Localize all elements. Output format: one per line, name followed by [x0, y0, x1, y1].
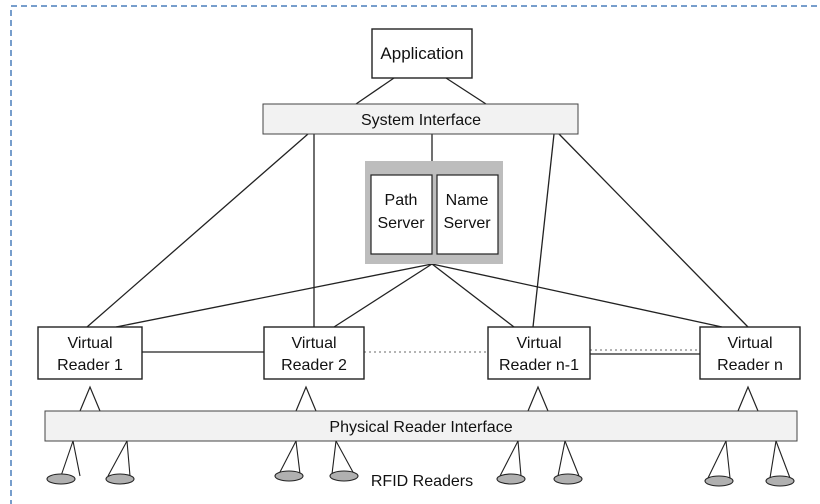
rfid-antenna-icon — [496, 440, 526, 485]
application-label: Application — [380, 44, 463, 63]
virtual-reader-n-1-line2: Reader n-1 — [499, 357, 579, 374]
name-server-label-line1: Name — [446, 192, 489, 209]
virtual-reader-1-line1: Virtual — [67, 335, 112, 352]
server-vr2-link — [333, 263, 433, 328]
virtual-reader-n-1-line1: Virtual — [516, 335, 561, 352]
rfid-antenna-icon — [105, 440, 135, 485]
vr2-connector — [295, 385, 317, 412]
virtual-reader-n-1-box — [487, 326, 591, 380]
server-vr1-link — [115, 263, 433, 328]
rfid-antenna-icon — [704, 440, 734, 487]
path-server-label-line1: Path — [385, 192, 418, 209]
dashed-frame — [10, 5, 820, 504]
vrn1-connector — [527, 385, 549, 412]
rfid-antenna-icon — [46, 440, 81, 485]
virtual-reader-2-line1: Virtual — [291, 335, 336, 352]
virtual-reader-n-line2: Reader n — [717, 357, 783, 374]
virtual-reader-1-line2: Reader 1 — [57, 357, 123, 374]
physical-reader-interface-box — [44, 410, 798, 442]
virtual-reader-2-box — [263, 326, 365, 380]
app-link-left — [355, 77, 395, 105]
sysif-vrn1-link — [532, 133, 555, 328]
virtual-reader-n-line1: Virtual — [727, 335, 772, 352]
path-server-box — [370, 174, 433, 255]
server-vrn-link — [431, 263, 723, 328]
name-server-box — [436, 174, 499, 255]
rfid-readers-label: RFID Readers — [371, 473, 473, 490]
physical-reader-interface-label: Physical Reader Interface — [329, 419, 512, 436]
vr1-connector — [79, 385, 101, 412]
app-link-right — [445, 77, 487, 105]
rfid-antenna-icon — [553, 440, 583, 485]
rfid-antennas — [46, 440, 795, 487]
rfid-antenna-icon — [329, 440, 359, 482]
sysif-vrn-link — [558, 133, 749, 328]
connection-lines — [86, 77, 749, 355]
application-box — [371, 28, 473, 79]
virtual-reader-2-line2: Reader 2 — [281, 357, 347, 374]
name-server-label-line2: Server — [443, 215, 491, 232]
path-server-label-line2: Server — [377, 215, 425, 232]
rfid-antenna-icon — [765, 440, 795, 487]
reader-to-interface-connectors — [79, 385, 759, 412]
system-interface-label: System Interface — [361, 112, 481, 129]
virtual-reader-n-box — [699, 326, 801, 380]
system-interface-box — [262, 103, 579, 135]
sysif-vr1-link — [86, 133, 309, 328]
virtual-reader-1-box — [37, 326, 143, 380]
vrn-connector — [737, 385, 759, 412]
rfid-antenna-icon — [274, 440, 304, 482]
server-vrn1-link — [431, 263, 515, 328]
